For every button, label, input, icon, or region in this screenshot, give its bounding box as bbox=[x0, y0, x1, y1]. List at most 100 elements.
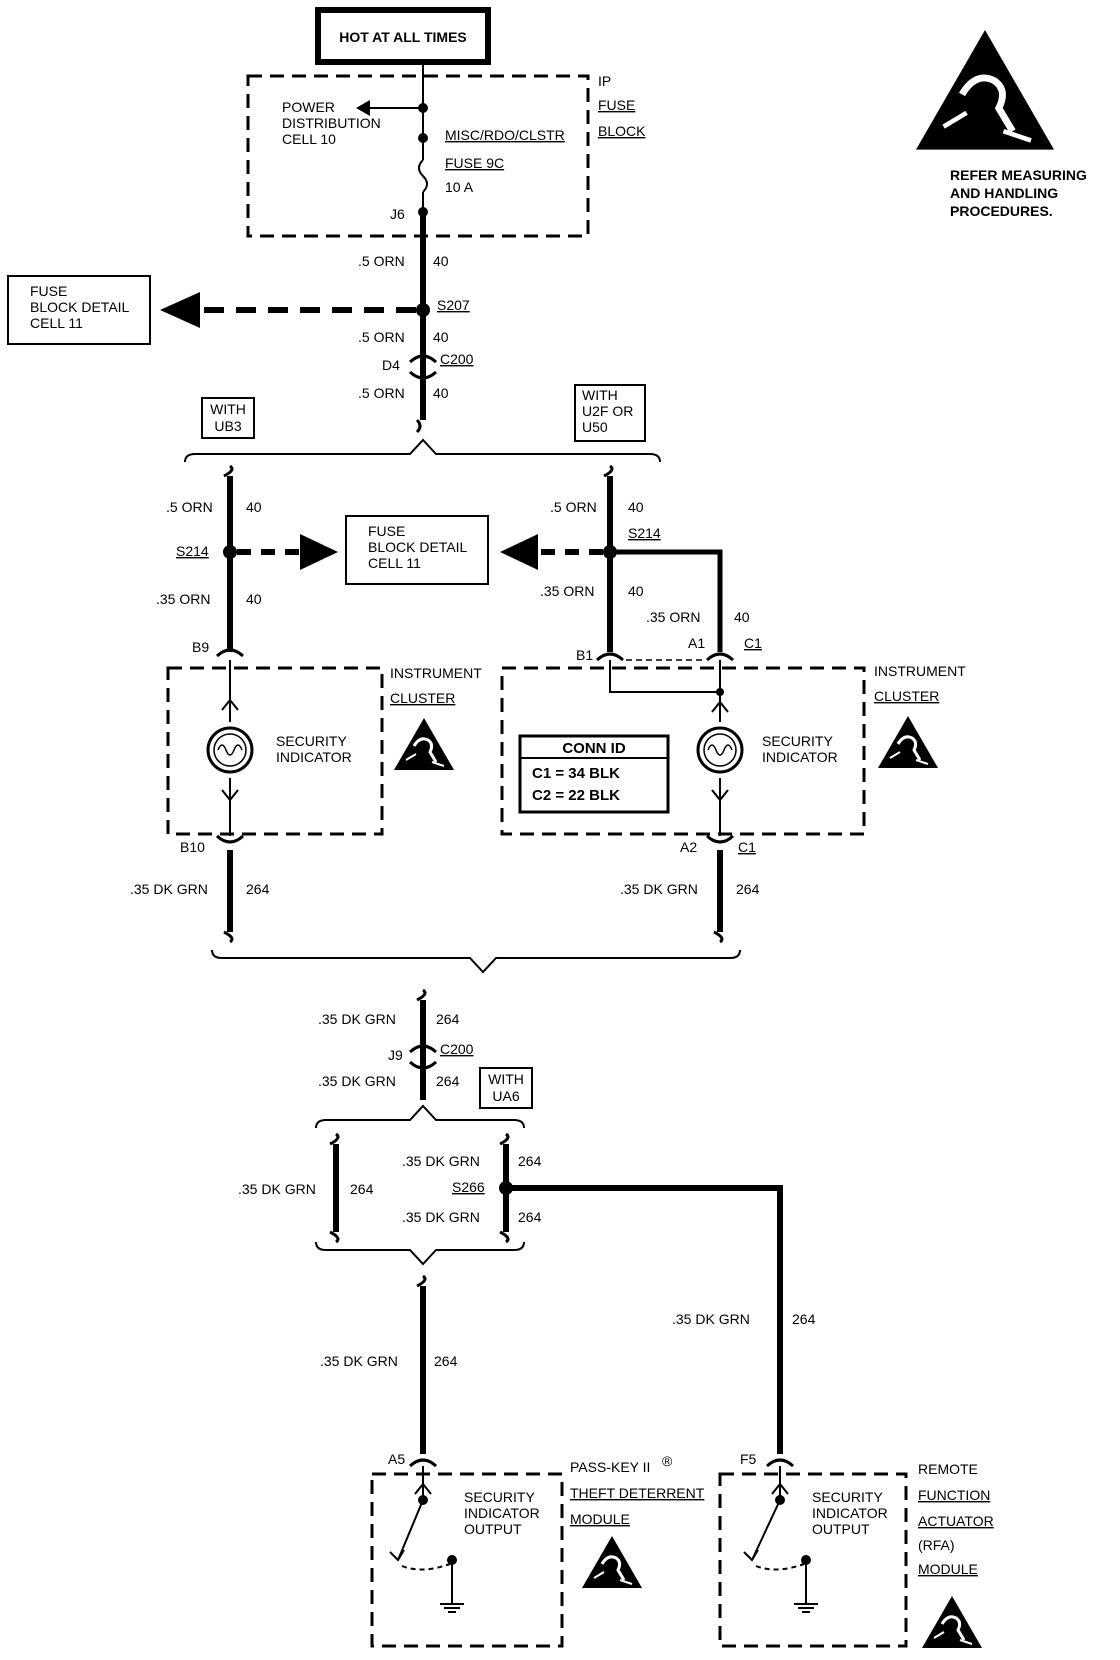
ip-fuse-block: IP FUSE BLOCK POWER DISTRIBUTION CELL 10… bbox=[246, 73, 646, 238]
wire-label-grn-6: .35 DK GRN bbox=[402, 1153, 480, 1169]
connector-f5-label: F5 bbox=[740, 1451, 757, 1467]
connector-b1-label: B1 bbox=[576, 647, 593, 663]
instrument-cluster-left-1: INSTRUMENT bbox=[390, 665, 482, 681]
power-distribution-label-2: DISTRIBUTION bbox=[282, 115, 381, 131]
wire-circuit-40-8: 40 bbox=[734, 609, 750, 625]
wire-circuit-40-5: 40 bbox=[246, 591, 262, 607]
wire-circuit-40-4: 40 bbox=[246, 499, 262, 515]
fuse-circuit-label: MISC/RDO/CLSTR bbox=[445, 127, 565, 143]
ua6-block: .35 DK GRN 264 .35 DK GRN 264 S266 .35 D… bbox=[238, 1132, 783, 1454]
ip-fuse-block-label-2: FUSE bbox=[598, 97, 635, 113]
wire-circuit-264-2: 264 bbox=[736, 881, 760, 897]
passkey-output-3: OUTPUT bbox=[464, 1521, 522, 1537]
with-u2f-2: U2F OR bbox=[582, 403, 633, 419]
wire-circuit-264-1: 264 bbox=[246, 881, 270, 897]
wire-label-grn-9: .35 DK GRN bbox=[672, 1311, 750, 1327]
fuse-block-detail-top-3: CELL 11 bbox=[30, 315, 83, 331]
wire-circuit-264-4: 264 bbox=[436, 1073, 460, 1089]
rfa-module-3: ACTUATOR bbox=[918, 1513, 994, 1529]
wire-to-passkey: .35 DK GRN 264 bbox=[320, 1274, 458, 1454]
esd-note-line-2: AND HANDLING bbox=[950, 185, 1058, 201]
wire-label-grn-2: .35 DK GRN bbox=[620, 881, 698, 897]
rfa-module-1: REMOTE bbox=[918, 1461, 978, 1477]
wire-label-orn-2: .5 ORN bbox=[358, 329, 405, 345]
hot-at-all-times-label: HOT AT ALL TIMES bbox=[339, 29, 467, 45]
security-indicator-bulb-right bbox=[696, 726, 744, 774]
conn-id-box: CONN ID C1 = 34 BLK C2 = 22 BLK bbox=[518, 734, 670, 814]
connector-c200-top-label: C200 bbox=[440, 351, 474, 367]
with-ua6-1: WITH bbox=[488, 1071, 524, 1087]
security-indicator-bulb-left bbox=[206, 726, 254, 774]
connector-b10-label: B10 bbox=[180, 839, 205, 855]
with-u2f-1: WITH bbox=[582, 387, 618, 403]
wire-circuit-40-7: 40 bbox=[628, 583, 644, 599]
conn-id-c2: C2 = 22 BLK bbox=[532, 787, 620, 804]
passkey-module-2: THEFT DETERRENT bbox=[570, 1485, 705, 1501]
wire-label-grn-4: .35 DK GRN bbox=[318, 1073, 396, 1089]
connector-c1-bottom-label: C1 bbox=[738, 839, 756, 855]
splice-s214-left-label: S214 bbox=[176, 543, 209, 559]
security-indicator-left-2: INDICATOR bbox=[276, 749, 352, 765]
connector-d4-label: D4 bbox=[382, 357, 400, 373]
wire-label-orn-7: .35 ORN bbox=[540, 583, 594, 599]
fuse-block-detail-mid-1: FUSE bbox=[368, 523, 405, 539]
wire-label-grn-7: .35 DK GRN bbox=[402, 1209, 480, 1225]
connector-c1-top-label: C1 bbox=[744, 635, 762, 651]
passkey-module-1: PASS-KEY II bbox=[570, 1459, 650, 1475]
wire-circuit-264-9: 264 bbox=[792, 1311, 816, 1327]
connector-c200-bottom-label: C200 bbox=[440, 1041, 474, 1057]
rfa-output-1: SECURITY bbox=[812, 1489, 883, 1505]
fuse-rating-label: 10 A bbox=[445, 179, 474, 195]
power-distribution-label-3: CELL 10 bbox=[282, 131, 336, 147]
fuse-block-detail-top-1: FUSE bbox=[30, 283, 67, 299]
wire-label-grn-3: .35 DK GRN bbox=[318, 1011, 396, 1027]
wire-label-orn-4: .5 ORN bbox=[166, 499, 213, 515]
esd-icon-rfa bbox=[920, 1594, 984, 1650]
power-distribution-label-1: POWER bbox=[282, 99, 335, 115]
security-indicator-right-2: INDICATOR bbox=[762, 749, 838, 765]
splice-s207-label: S207 bbox=[437, 297, 470, 313]
conn-id-title: CONN ID bbox=[562, 740, 626, 757]
with-ub3-2: UB3 bbox=[214, 418, 241, 434]
passkey-output-2: INDICATOR bbox=[464, 1505, 540, 1521]
option-brace-ua6-bottom bbox=[315, 1241, 525, 1266]
wire-label-grn-8: .35 DK GRN bbox=[320, 1353, 398, 1369]
trunk-dkgrn: .35 DK GRN 264 J9 C200 .35 DK GRN 264 bbox=[318, 988, 474, 1100]
connector-j9-label: J9 bbox=[388, 1047, 403, 1063]
cluster-ground-side: B10 A2 C1 .35 DK GRN 264 .35 DK GRN 264 bbox=[130, 834, 760, 944]
rfa-module: F5 SECURITY INDICATOR OUTPUT REMOTE FUNC… bbox=[718, 1451, 994, 1650]
wire-label-orn-5: .35 ORN bbox=[156, 591, 210, 607]
rfa-output-3: OUTPUT bbox=[812, 1521, 870, 1537]
with-ub3-1: WITH bbox=[210, 401, 246, 417]
wire-circuit-40-1: 40 bbox=[433, 253, 449, 269]
instrument-cluster-left: SECURITY INDICATOR INSTRUMENT CLUSTER bbox=[166, 660, 482, 836]
wire-circuit-264-5: 264 bbox=[350, 1181, 374, 1197]
security-indicator-left-1: SECURITY bbox=[276, 733, 347, 749]
esd-icon-cluster-left bbox=[392, 716, 456, 772]
option-with-u2f: WITH U2F OR U50 bbox=[574, 384, 646, 442]
option-brace-top bbox=[184, 438, 661, 463]
passkey-module: A5 SECURITY INDICATOR OUTPUT PASS-KEY II… bbox=[370, 1451, 705, 1648]
wire-circuit-264-7: 264 bbox=[518, 1209, 542, 1225]
fuse-block-detail-box-top: FUSE BLOCK DETAIL CELL 11 bbox=[7, 275, 151, 345]
passkey-module-3: MODULE bbox=[570, 1511, 630, 1527]
arrow-to-fuse-block-detail-top bbox=[160, 292, 200, 328]
rfa-module-4: (RFA) bbox=[918, 1537, 955, 1553]
instrument-cluster-right-2: CLUSTER bbox=[874, 688, 939, 704]
splice-s214-left bbox=[223, 545, 237, 559]
esd-icon bbox=[916, 30, 1054, 150]
passkey-registered-mark: ® bbox=[662, 1453, 673, 1469]
wire-label-grn-5: .35 DK GRN bbox=[238, 1181, 316, 1197]
fuse-block-detail-mid-3: CELL 11 bbox=[368, 555, 421, 571]
wire-label-grn-1: .35 DK GRN bbox=[130, 881, 208, 897]
splice-s207 bbox=[416, 303, 430, 317]
wire-circuit-40-2: 40 bbox=[433, 329, 449, 345]
fuse-name-label: FUSE 9C bbox=[445, 155, 504, 171]
rfa-module-5: MODULE bbox=[918, 1561, 978, 1577]
instrument-cluster-right-1: INSTRUMENT bbox=[874, 663, 966, 679]
fuse-block-detail-box-middle: FUSE BLOCK DETAIL CELL 11 bbox=[345, 515, 489, 585]
terminal-j6-label: J6 bbox=[390, 206, 405, 222]
instrument-cluster-left-2: CLUSTER bbox=[390, 690, 455, 706]
wire-circuit-264-3: 264 bbox=[436, 1011, 460, 1027]
